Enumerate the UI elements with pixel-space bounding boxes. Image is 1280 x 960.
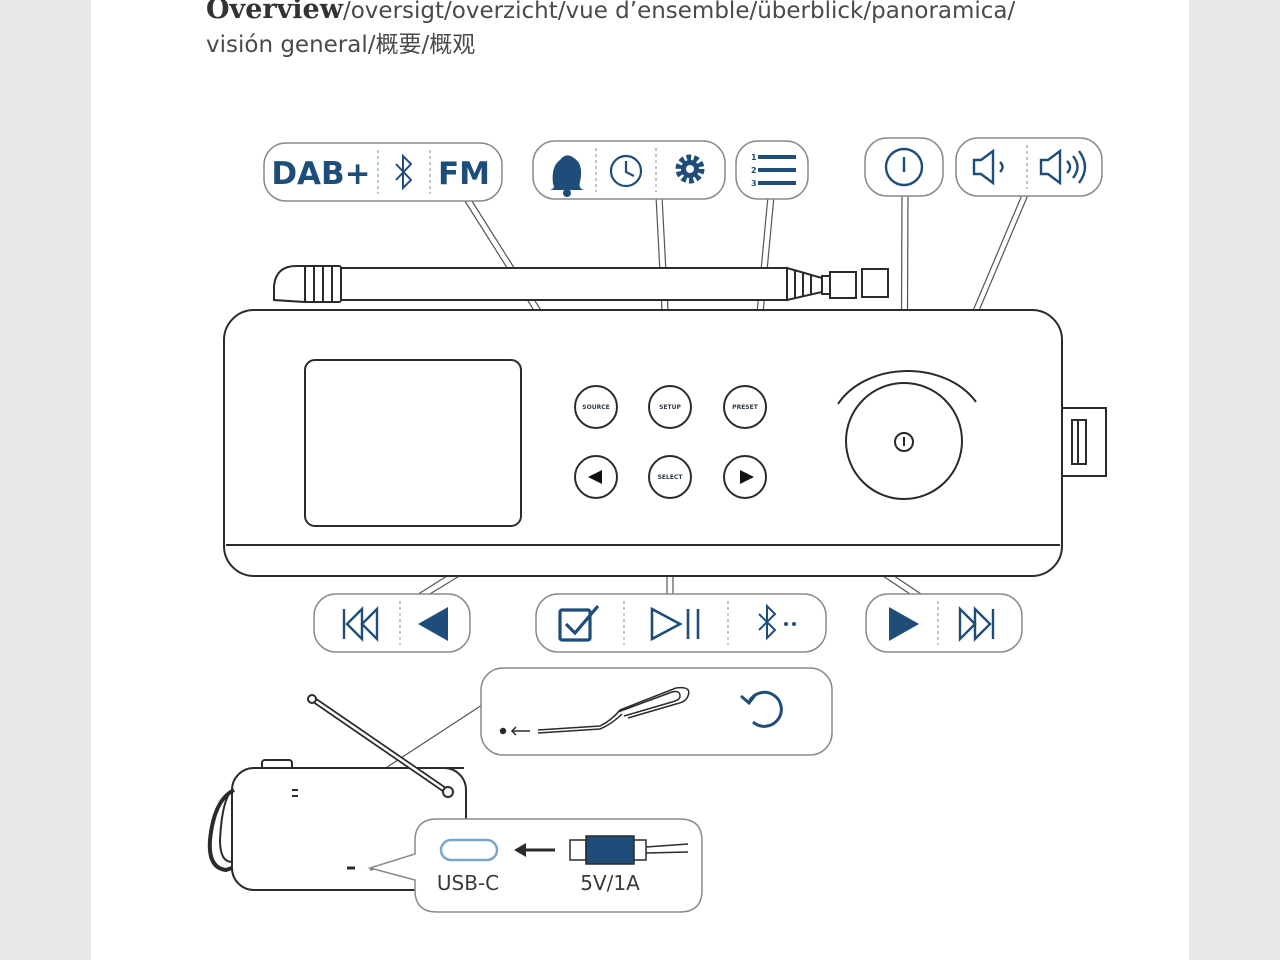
play-pause-icon xyxy=(650,606,700,642)
title-main: Overview xyxy=(206,0,343,25)
reset-icon xyxy=(740,690,783,728)
usb-c-cable-icon xyxy=(569,835,689,865)
setup-button-label: SETUP xyxy=(659,404,681,411)
display-screen xyxy=(304,359,522,527)
dab-label: DAB+ xyxy=(271,156,370,192)
svg-text:2: 2 xyxy=(751,166,757,175)
reset-callout xyxy=(480,667,833,756)
setup-callout xyxy=(532,140,726,200)
left-button[interactable] xyxy=(574,455,618,499)
title-translations-line2: visión general/概要/概观 xyxy=(206,32,476,58)
preset-callout: 1 2 3 xyxy=(735,140,809,200)
select-callout xyxy=(535,593,827,653)
bluetooth-icon xyxy=(395,153,413,191)
power-input-callout: USB-C 5V/1A xyxy=(367,818,703,913)
paperclip-icon xyxy=(499,686,690,736)
title-translations: /oversigt/overzicht/vue d’ensemble/überb… xyxy=(342,0,1016,24)
left-callout xyxy=(313,593,471,653)
clock-icon xyxy=(609,154,643,188)
arrow-left-icon xyxy=(514,843,555,857)
volume-knob[interactable] xyxy=(837,369,977,500)
svg-text:1: 1 xyxy=(751,153,757,162)
skip-back-icon xyxy=(342,606,379,642)
volume-up-icon xyxy=(1039,148,1087,186)
gear-icon xyxy=(675,154,705,184)
right-callout xyxy=(865,593,1023,653)
source-callout: DAB+ FM xyxy=(263,142,503,202)
source-button-label: SOURCE xyxy=(582,404,609,411)
power-icon xyxy=(884,147,924,187)
volume-callout xyxy=(955,137,1103,197)
select-button[interactable]: SELECT xyxy=(648,455,692,499)
right-button[interactable] xyxy=(723,455,767,499)
source-button[interactable]: SOURCE xyxy=(574,385,618,429)
play-right-icon xyxy=(889,607,919,641)
fm-label: FM xyxy=(438,156,490,192)
usb-c-port-icon xyxy=(439,838,499,862)
alarm-bell-icon xyxy=(550,155,584,197)
preset-button[interactable]: PRESET xyxy=(723,385,767,429)
preset-list-icon: 1 2 3 xyxy=(751,153,796,188)
telescopic-antenna xyxy=(273,265,889,304)
checkbox-icon xyxy=(558,604,600,642)
play-left-icon xyxy=(418,607,448,641)
volume-down-icon xyxy=(972,148,1004,186)
skip-forward-icon xyxy=(958,606,995,642)
svg-text:3: 3 xyxy=(751,179,757,188)
setup-button[interactable]: SETUP xyxy=(648,385,692,429)
preset-button-label: PRESET xyxy=(732,404,759,411)
page-title: Overview/oversigt/overzicht/vue d’ensemb… xyxy=(206,0,1015,63)
power-rating-label: 5V/1A xyxy=(580,871,640,895)
bluetooth-pairing-icon xyxy=(758,603,796,641)
usb-c-label: USB-C xyxy=(437,871,499,895)
select-button-label: SELECT xyxy=(658,474,684,481)
power-callout xyxy=(864,137,944,197)
